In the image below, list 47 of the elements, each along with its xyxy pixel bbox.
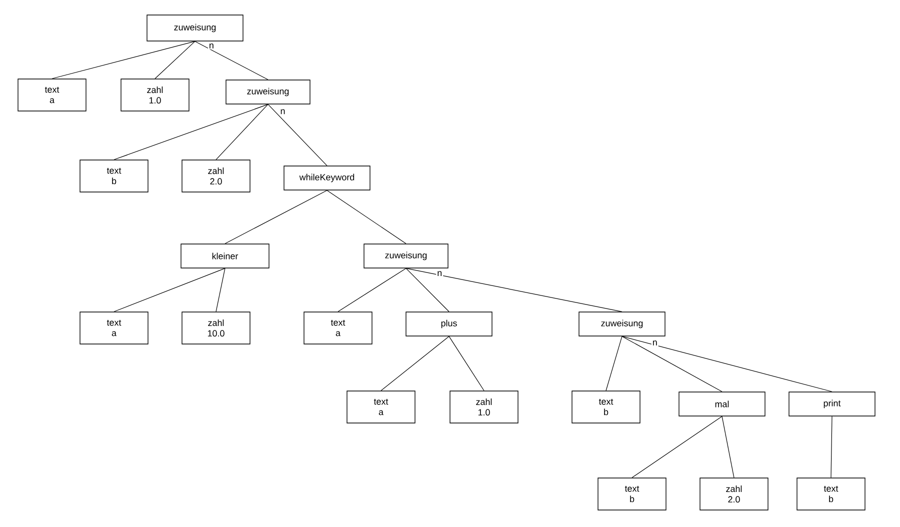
tree-line xyxy=(224,190,328,244)
tree-node-box: text a xyxy=(80,312,148,344)
tree-node-box: zuweisung xyxy=(146,14,244,42)
tree-line xyxy=(154,41,196,79)
tree-node-box: zahl 1.0 xyxy=(120,78,190,112)
tree-node-box: text b xyxy=(572,390,640,424)
tree-node-box: zahl 2.0 xyxy=(700,478,768,510)
tree-node-box: zahl 1.0 xyxy=(450,390,518,424)
tree-line xyxy=(194,41,268,80)
tree-node-box: zuweisung xyxy=(226,80,310,104)
edge-label: n xyxy=(208,42,215,50)
tree-line xyxy=(622,336,722,392)
tree-node-box: mal xyxy=(678,392,766,416)
tree-node-box: text a xyxy=(18,78,86,112)
tree-line xyxy=(338,268,406,312)
tree-line xyxy=(830,416,832,478)
tree-line xyxy=(216,104,268,160)
tree-node-box: print xyxy=(788,392,876,416)
tree-node-box: zuweisung xyxy=(578,312,666,336)
tree-node-box: text b xyxy=(598,478,666,510)
tree-node-box: zahl 10.0 xyxy=(182,312,250,344)
edge-label: n xyxy=(279,108,286,116)
tree-line xyxy=(216,268,226,312)
tree-node-box: text b xyxy=(796,478,866,510)
tree-node-box: text b xyxy=(80,160,148,192)
tree-line xyxy=(406,268,450,312)
tree-line xyxy=(448,336,484,391)
tree-line xyxy=(622,336,832,392)
tree-line xyxy=(268,104,328,166)
tree-line xyxy=(52,41,196,79)
tree-node-box: whileKeyword xyxy=(284,166,370,190)
tree-line xyxy=(114,104,268,160)
tree-line xyxy=(606,336,622,391)
tree-line xyxy=(114,268,226,312)
tree-line xyxy=(406,268,622,312)
tree-node-box: kleiner xyxy=(180,244,270,268)
tree-line xyxy=(722,416,734,478)
edge-label: n xyxy=(651,340,658,346)
tree-line xyxy=(380,336,450,391)
tree-node-box: text a xyxy=(346,390,416,424)
tree-node-box: plus xyxy=(406,312,492,336)
tree-line xyxy=(326,190,406,244)
tree-node-box: zahl 2.0 xyxy=(182,160,250,192)
tree-node-box: zuweisung xyxy=(364,244,448,268)
edge-label: n xyxy=(436,270,444,277)
tree-node-box: text a xyxy=(304,312,372,344)
tree-line xyxy=(632,416,722,478)
